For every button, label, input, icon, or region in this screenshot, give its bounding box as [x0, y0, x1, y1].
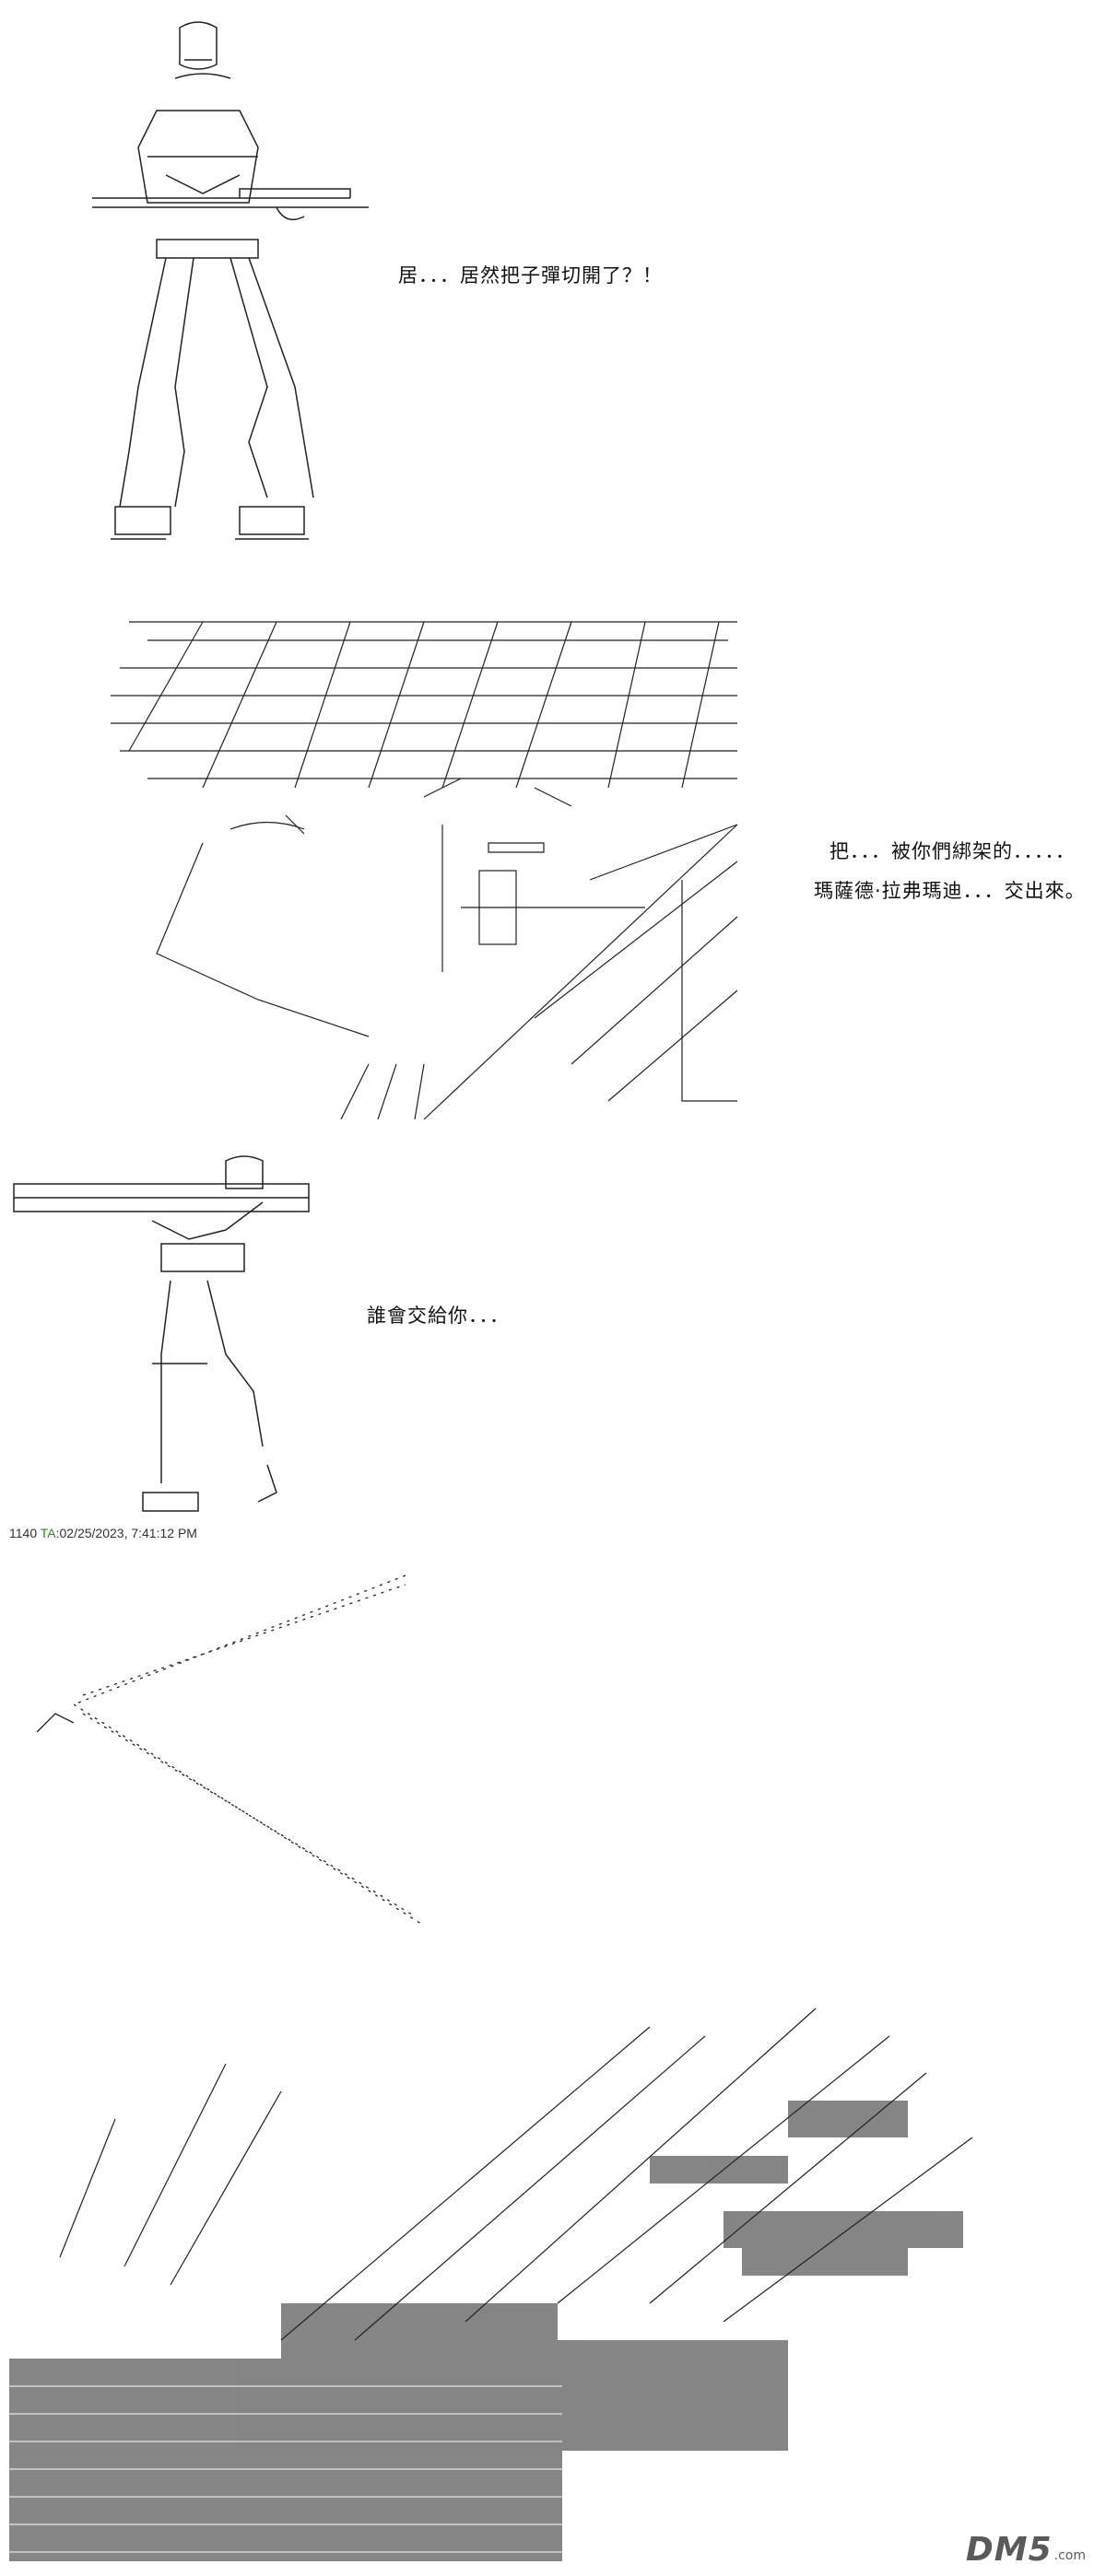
post-timestamp: :02/25/2023, 7:41:12 PM [55, 1526, 197, 1540]
ascii-art-rubble-explosion [9, 2008, 973, 2561]
post-header: 1140 TA:02/25/2023, 7:41:12 PM [9, 1526, 197, 1540]
watermark-domain: .com [1053, 2548, 1086, 2563]
dialogue-line: 誰會交給你．．． [367, 1305, 510, 1327]
site-watermark: DM5 .com [966, 2531, 1086, 2569]
ascii-art-soldier-with-rifle [92, 21, 369, 540]
dialogue-line: 瑪薩德·拉弗瑪迪．．．交出來。 [814, 880, 1086, 902]
ascii-art-figure-with-bazooka [13, 1155, 310, 1512]
post-author: TA [40, 1526, 56, 1540]
ascii-art-slash-trail [36, 1575, 425, 1926]
post-number: 1140 [9, 1526, 38, 1540]
dialogue-line: 居．．．居然把子彈切開了？！ [398, 264, 663, 287]
watermark-logo: DM5 [965, 2531, 1053, 2569]
dialogue-line: 把．．．被你們綁架的．．．．． [830, 840, 1076, 862]
ascii-art-masked-face [111, 621, 738, 1119]
